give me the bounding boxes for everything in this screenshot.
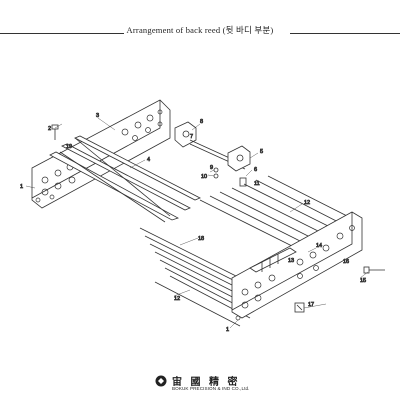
part-label-8: 8 (200, 119, 203, 125)
part-label-1b: 1 (226, 327, 229, 333)
part-label-12a: 12 (304, 200, 310, 206)
company-name: 宙 國 精 密 (172, 377, 241, 388)
part-label-5: 5 (260, 149, 263, 155)
page-title: Arrangement of back reed (뒷 바디 부분) (126, 25, 274, 35)
part-label-6: 6 (254, 167, 257, 173)
bracket-assembly (174, 121, 251, 187)
part-label-1a: 1 (20, 184, 23, 190)
screw-15 (363, 266, 385, 274)
leader-lines (25, 117, 369, 329)
header-rule-right (290, 33, 400, 34)
part-label-16: 16 (343, 259, 349, 265)
part-label-13: 13 (288, 258, 294, 264)
part-label-14: 14 (316, 243, 322, 249)
lower-side-plate (231, 211, 363, 321)
part-label-9: 9 (210, 165, 213, 171)
upper-side-plate (31, 99, 171, 209)
part-label-7: 7 (190, 134, 193, 140)
upper-reed-bars (49, 135, 201, 223)
company-subtitle: BOKUK PRECISION & IND CO.,Ltd. (172, 386, 250, 391)
part-label-10: 10 (201, 174, 207, 180)
part-label-15: 15 (360, 278, 366, 284)
part-label-17: 17 (308, 302, 314, 308)
part-label-4: 4 (147, 157, 150, 163)
header-rule-left (0, 33, 124, 34)
screw-2 (51, 124, 59, 140)
company-logo-icon (155, 375, 167, 387)
lower-reed-blade (249, 247, 297, 273)
part-label-11: 11 (254, 181, 260, 187)
part-label-18: 18 (198, 236, 204, 242)
screw-17 (294, 302, 305, 313)
part-label-2: 2 (48, 126, 51, 132)
part-label-3: 3 (96, 113, 99, 119)
part-label-12b: 12 (174, 296, 180, 302)
part-label-19: 19 (66, 144, 72, 150)
